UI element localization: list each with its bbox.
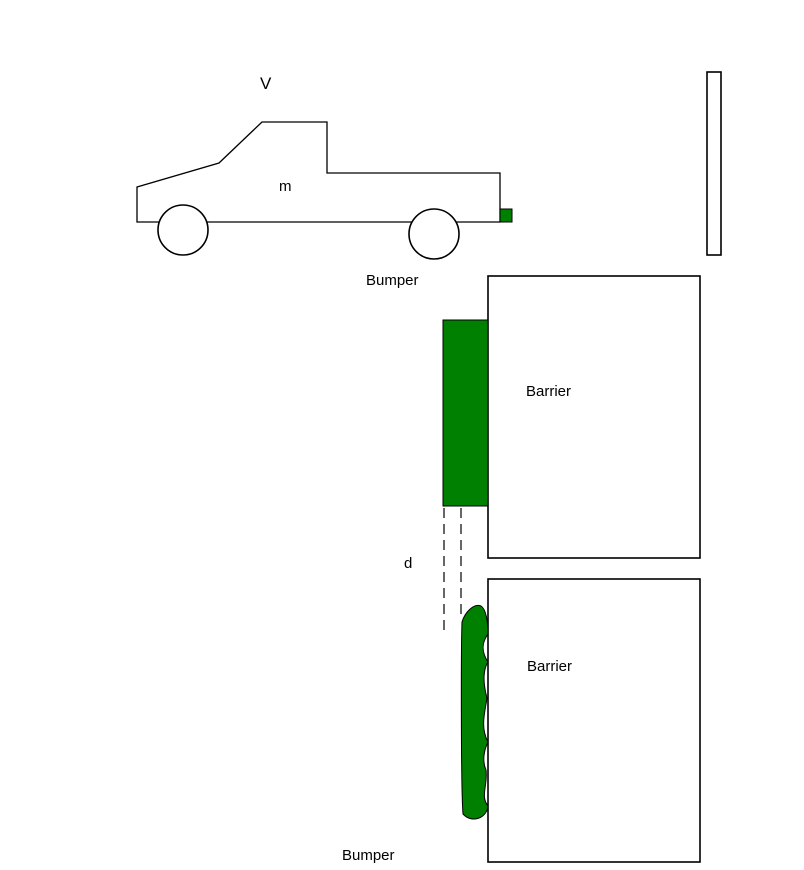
barrier-label-top: Barrier	[526, 383, 571, 400]
truck	[136, 121, 513, 260]
mass-label: m	[279, 178, 292, 195]
bumper-label-top: Bumper	[366, 272, 419, 289]
bumper-undeformed	[442, 319, 489, 507]
bumper-label-bottom: Bumper	[342, 847, 395, 864]
velocity-label: V	[260, 74, 272, 93]
bumper-crushed	[460, 604, 489, 820]
front-wheel	[408, 208, 460, 260]
truck-body-outline	[136, 121, 501, 223]
wall-post	[706, 71, 722, 256]
rear-wheel	[157, 204, 209, 256]
distance-label: d	[404, 555, 412, 572]
barrier-top	[487, 275, 701, 559]
truck-bumper	[499, 208, 513, 223]
barrier-label-bottom: Barrier	[527, 658, 572, 675]
barrier-bottom	[487, 578, 701, 863]
